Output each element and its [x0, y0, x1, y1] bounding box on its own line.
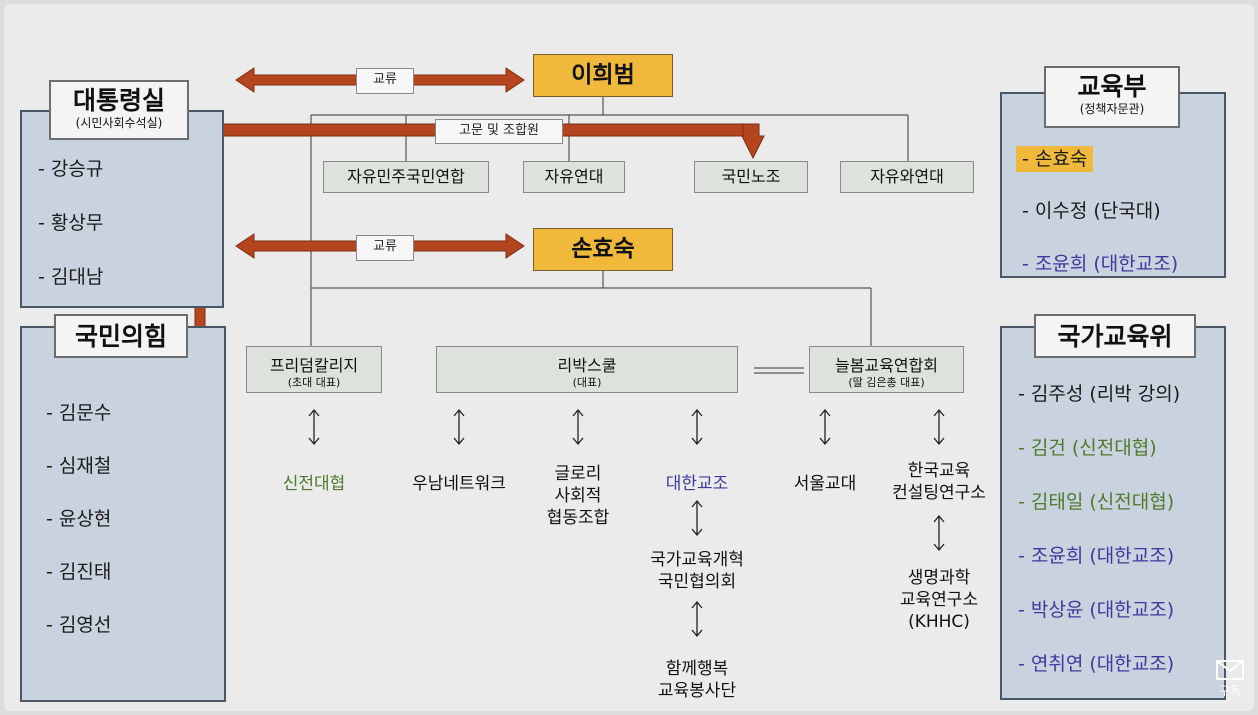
org-life-science: 생명과학 교육연구소 (KHHC)	[899, 568, 979, 632]
ribak-school-name: 리박스쿨	[557, 356, 617, 375]
ribak-school-sub: (대표)	[572, 376, 602, 389]
ppp-member: - 윤상현	[46, 508, 112, 530]
presidential-office-title: 대통령실	[72, 86, 165, 115]
moe-member: - 이수정 (단국대)	[1022, 200, 1161, 222]
org-national-reform: 국가교육개혁 국민협의회	[650, 550, 744, 592]
group-jayu-wa-yeondae: 자유와연대	[840, 161, 974, 193]
ppp-member: - 김진태	[46, 561, 112, 583]
org-seoul: 서울교대	[793, 474, 857, 494]
subscribe-watermark[interactable]: 구독	[1212, 660, 1248, 698]
small-arrows	[308, 408, 945, 638]
freedom-college-sub: (초대 대표)	[287, 376, 341, 389]
presidential-member: - 김대남	[38, 266, 104, 288]
arrow-neulbom-consulting	[933, 408, 945, 446]
presidential-member: - 황상무	[38, 212, 104, 234]
person-son-box: 손효숙	[533, 228, 673, 271]
nec-tag: 국가교육위	[1034, 314, 1196, 358]
org-glory: 글로리 사회적 협동조합	[546, 464, 610, 528]
arrow-ribak-glory	[572, 408, 584, 446]
exchange-label-2: 교류	[356, 235, 414, 261]
nec-member: - 김주성 (리박 강의)	[1018, 383, 1181, 405]
ribak-school-box: 리박스쿨 (대표)	[436, 346, 738, 393]
moe-member-highlight: - 손효숙	[1016, 144, 1094, 172]
nec-title: 국가교육위	[1057, 322, 1173, 351]
ppp-member: - 김문수	[46, 402, 112, 424]
ppp-title: 국민의힘	[74, 322, 167, 351]
freedom-college-box: 프리덤칼리지 (초대 대표)	[246, 346, 382, 393]
neulbom-name: 늘봄교육연합회	[834, 356, 939, 375]
org-chart: 대통령실 (시민사회수석실) - 강승규 - 황상무 - 김대남 국민의힘 - …	[4, 4, 1254, 711]
neulbom-box: 늘봄교육연합회 (딸 김은총 대표)	[809, 346, 964, 393]
presidential-office-subtitle: (시민사회수석실)	[75, 116, 163, 130]
nec-member: - 김태일 (신전대협)	[1018, 491, 1175, 513]
arrow-freedom-sinjeon	[308, 408, 320, 446]
arrow-ribak-unam	[453, 408, 465, 446]
son-tree-lines	[311, 269, 872, 374]
org-together: 함께행복 교육봉사단	[657, 659, 737, 701]
ppp-panel	[20, 326, 226, 702]
arrow-neulbom-seoul	[819, 408, 831, 446]
presidential-member: - 강승규	[38, 158, 104, 180]
nec-member: - 김건 (신전대협)	[1018, 437, 1157, 459]
nec-panel	[1000, 326, 1226, 700]
arrow-ribak-daehan	[691, 408, 703, 446]
nec-member: - 조윤희 (대한교조)	[1018, 545, 1175, 567]
org-korea-consulting: 한국교육 컨설팅연구소	[892, 461, 986, 503]
moe-member: - 조윤희 (대한교조)	[1022, 253, 1179, 275]
org-sinjeon: 신전대협	[282, 474, 346, 494]
ppp-member: - 심재철	[46, 455, 112, 477]
moe-title: 교육부	[1077, 72, 1147, 101]
arrow-daehan-reform	[691, 499, 703, 537]
nec-member: - 박상윤 (대한교조)	[1018, 599, 1175, 621]
lee-tree-lines	[310, 97, 909, 346]
org-daehan: 대한교조	[665, 474, 729, 494]
group-kookmin-nojo: 국민노조	[694, 161, 808, 193]
moe-subtitle: (정책자문관)	[1079, 102, 1145, 116]
moe-tag: 교육부 (정책자문관)	[1044, 66, 1180, 128]
presidential-office-tag: 대통령실 (시민사회수석실)	[49, 80, 189, 140]
mail-icon	[1216, 660, 1244, 680]
ppp-tag: 국민의힘	[54, 314, 188, 358]
group-jayu-minju: 자유민주국민연합	[323, 161, 489, 193]
person-lee-box: 이희범	[533, 54, 673, 97]
advisor-label: 고문 및 조합원	[435, 119, 563, 144]
freedom-college-name: 프리덤칼리지	[269, 356, 359, 375]
arrow-consulting-life	[933, 514, 945, 552]
neulbom-sub: (딸 김은총 대표)	[848, 376, 925, 389]
nec-member: - 연취연 (대한교조)	[1018, 653, 1175, 675]
advisor-path	[194, 123, 765, 331]
subscribe-label: 구독	[1218, 684, 1242, 698]
group-jayu-yeondae: 자유연대	[523, 161, 625, 193]
org-unam: 우남네트워크	[412, 474, 506, 494]
exchange-label-1: 교류	[356, 68, 414, 94]
ppp-member: - 김영선	[46, 614, 112, 636]
arrow-reform-together	[691, 600, 703, 638]
